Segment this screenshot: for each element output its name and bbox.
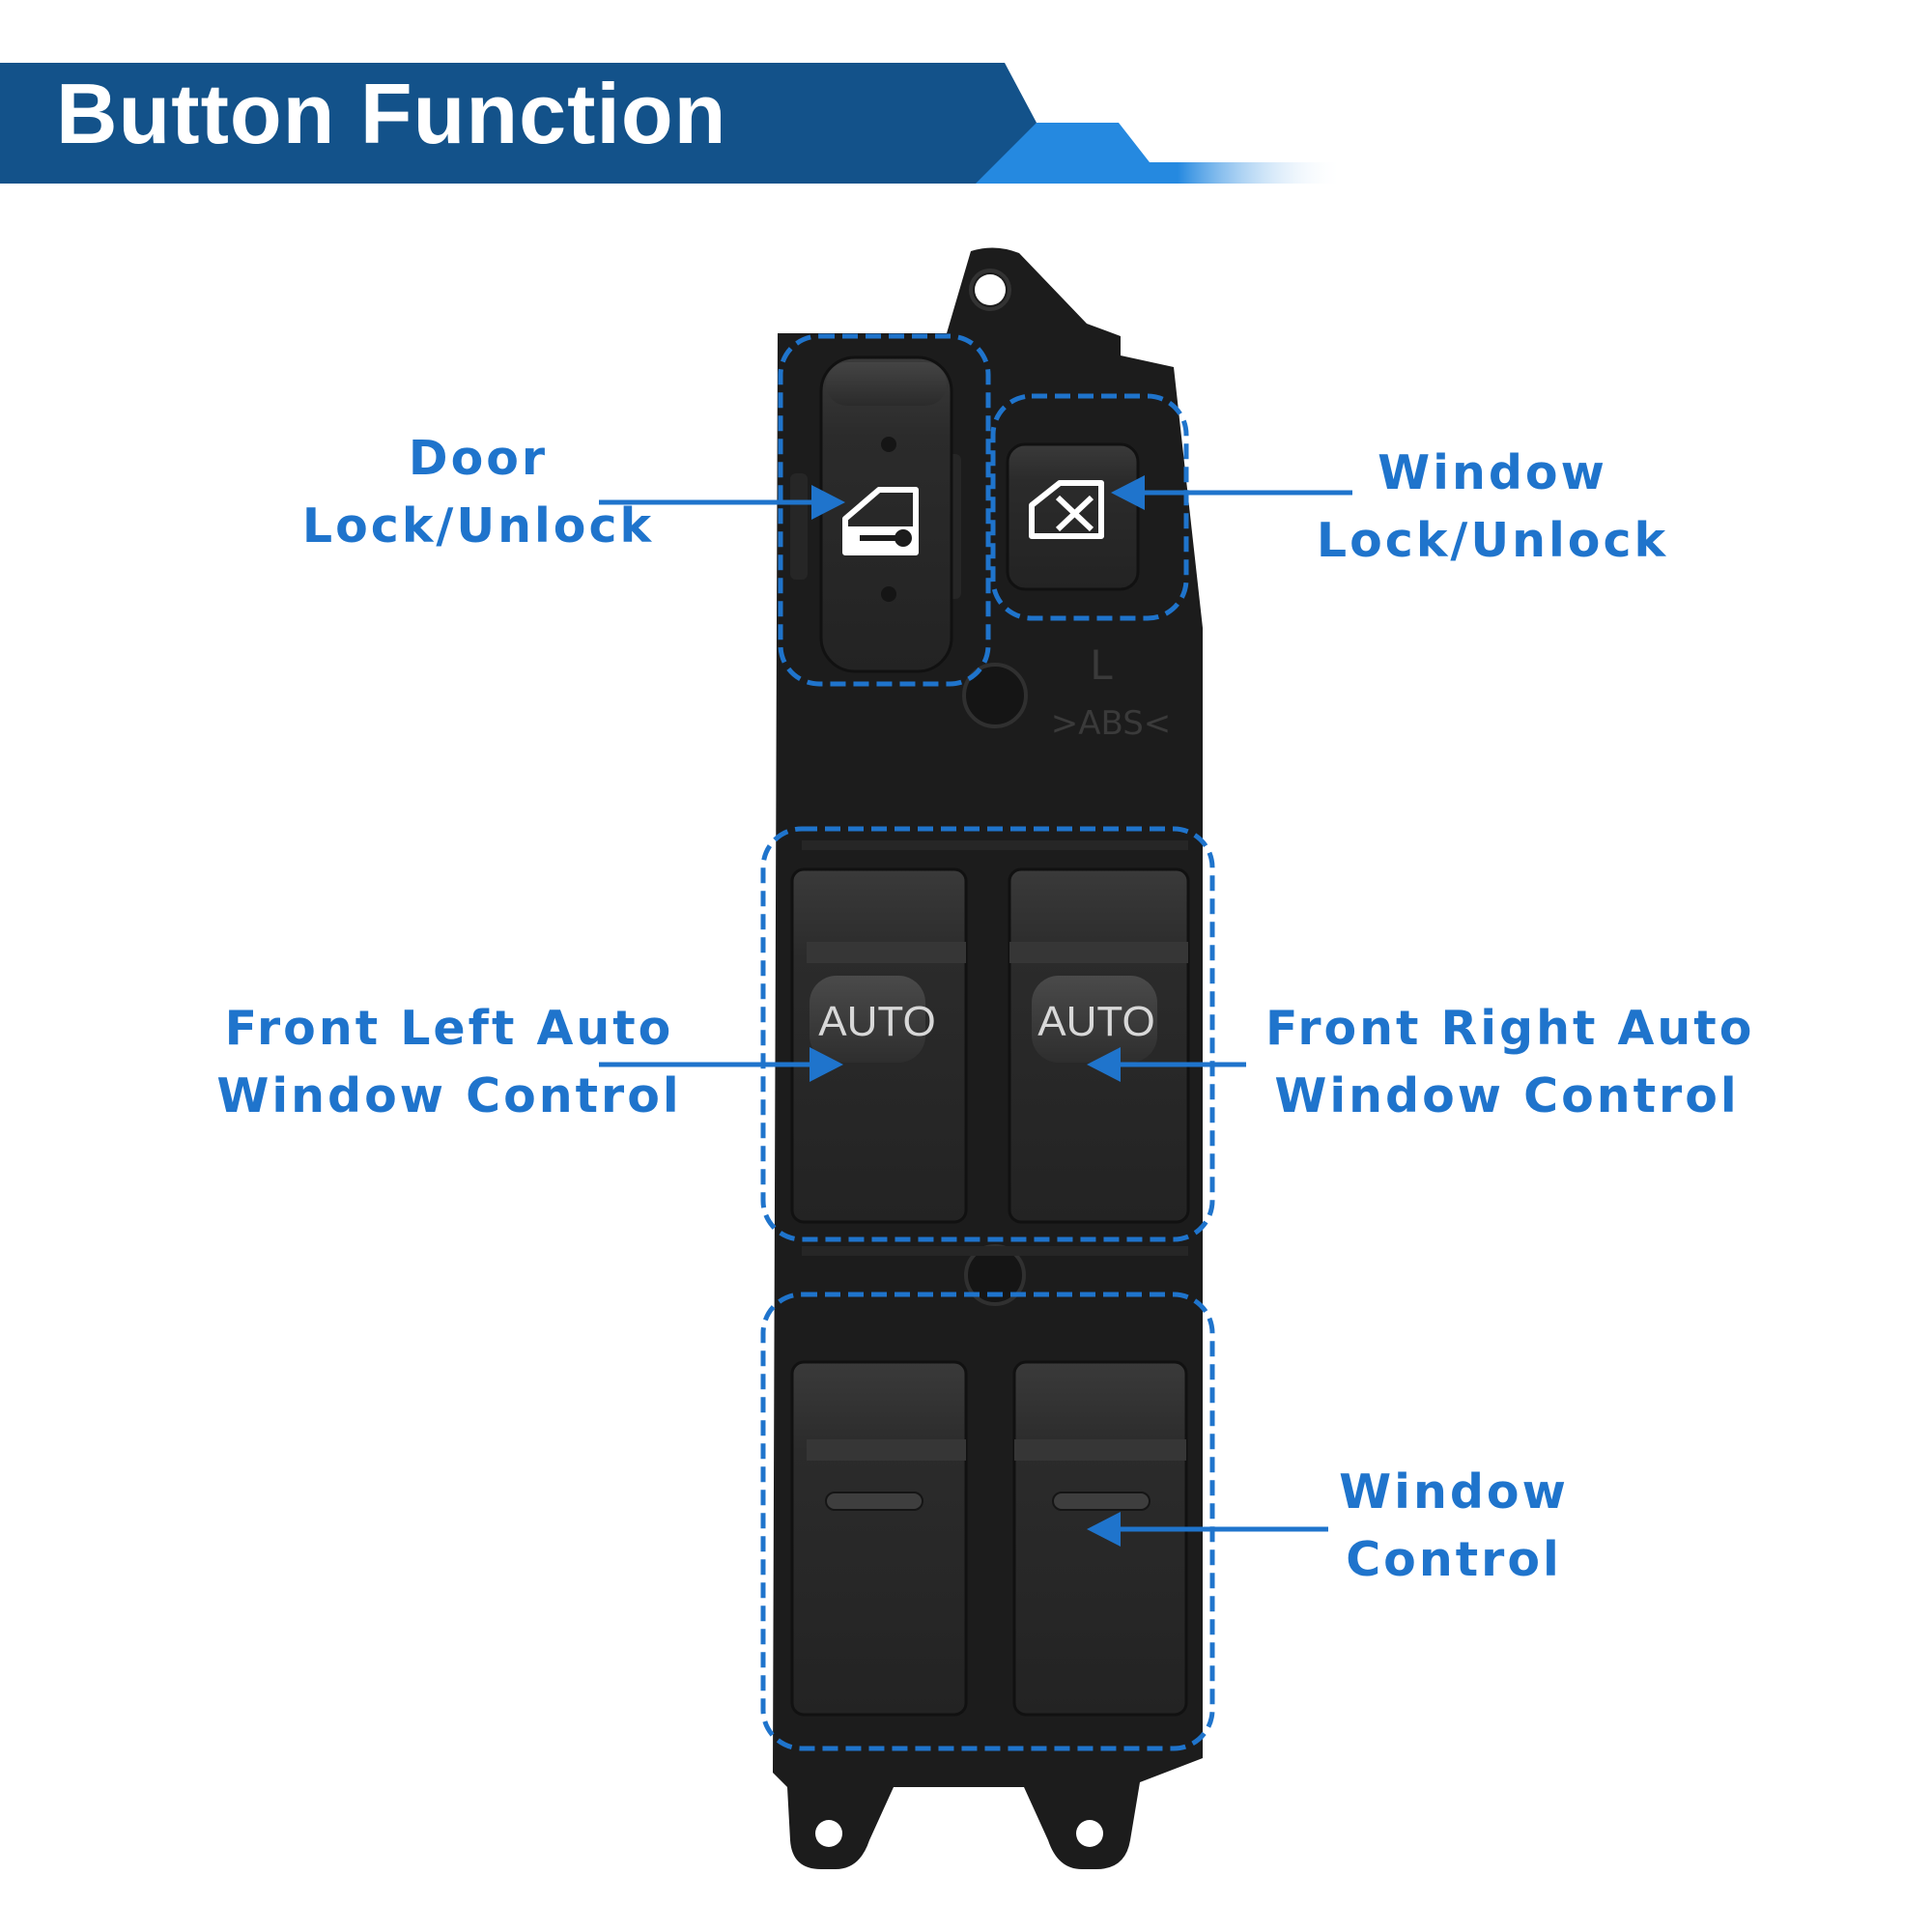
window-control-label: Window Control: [1339, 1464, 1569, 1587]
rear-right-window-switch[interactable]: [1012, 1360, 1188, 1717]
page-title: Button Function: [56, 66, 727, 161]
auto-label-right: AUTO: [1037, 998, 1154, 1045]
material-mark: >ABS<: [1051, 704, 1172, 743]
front-switches-highlight: [760, 826, 1215, 1242]
window-lock-button[interactable]: [1006, 442, 1140, 591]
door-lock-arrow: [599, 485, 845, 520]
door-lock-highlight: [778, 333, 991, 687]
front-left-auto-switch[interactable]: AUTO: [790, 867, 968, 1224]
door-lock-icon: [842, 487, 919, 555]
front-right-auto-switch[interactable]: AUTO: [1008, 867, 1190, 1224]
window-lock-highlight: [990, 393, 1189, 621]
window-lock-label: Window Lock/Unlock: [1316, 445, 1669, 568]
side-letter-mark: L: [1090, 641, 1113, 689]
header-banner: [0, 63, 1343, 184]
door-lock-label: Door Lock/Unlock: [301, 431, 655, 554]
window-lock-icon: [1029, 480, 1104, 539]
front-left-arrow: [599, 1047, 843, 1082]
front-right-arrow: [1087, 1047, 1246, 1082]
front-right-label: Front Right Auto Window Control: [1265, 1001, 1755, 1123]
window-control-arrow: [1087, 1512, 1328, 1547]
front-left-label: Front Left Auto Window Control: [216, 1001, 682, 1123]
window-lock-arrow: [1111, 475, 1352, 510]
rear-left-window-switch[interactable]: [790, 1360, 968, 1717]
door-lock-switch[interactable]: [790, 355, 961, 673]
rear-switches-highlight: [760, 1292, 1215, 1751]
auto-label-left: AUTO: [818, 998, 935, 1045]
